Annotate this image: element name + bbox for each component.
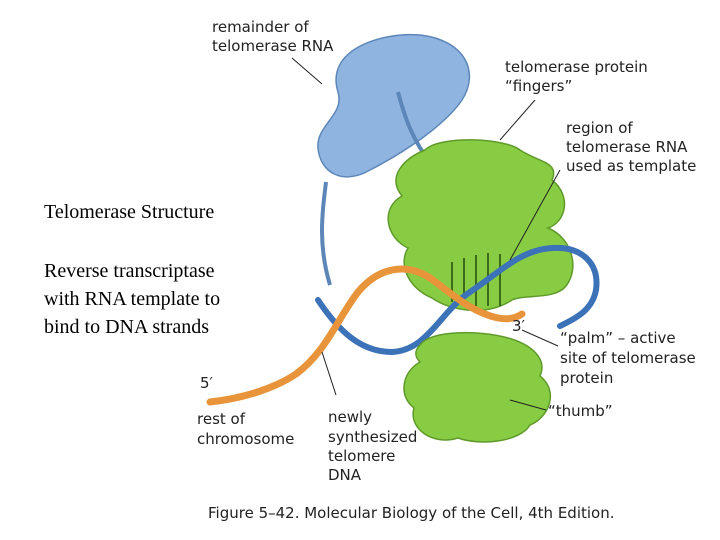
dna-strand-orange xyxy=(206,265,526,406)
label-thumb: “thumb” xyxy=(548,402,613,420)
label-palm: “palm” – active site of telomerase prote… xyxy=(560,329,701,387)
rna-blob xyxy=(317,33,471,178)
rna-tether-left xyxy=(320,181,332,286)
label-newly-synthesized: newly synthesized telomere DNA xyxy=(328,408,422,484)
label-five-prime: 5′ xyxy=(200,374,214,392)
side-description: Reverse transcriptase with RNA template … xyxy=(44,260,225,338)
label-fingers: telomerase protein “fingers” xyxy=(505,58,653,95)
dna-strand-blue xyxy=(315,244,600,356)
leader-lines xyxy=(291,57,561,411)
label-remainder-rna: remainder of telomerase RNA xyxy=(212,18,334,55)
figure-caption: Figure 5–42. Molecular Biology of the Ce… xyxy=(208,504,615,522)
protein-fingers xyxy=(387,139,574,311)
label-three-prime: 3′ xyxy=(512,317,526,335)
side-title: Telomerase Structure xyxy=(44,201,214,223)
label-template-region: region of telomerase RNA used as templat… xyxy=(566,119,696,175)
label-rest-of-chromosome: rest of chromosome xyxy=(197,410,294,448)
protein-thumb xyxy=(403,331,552,443)
